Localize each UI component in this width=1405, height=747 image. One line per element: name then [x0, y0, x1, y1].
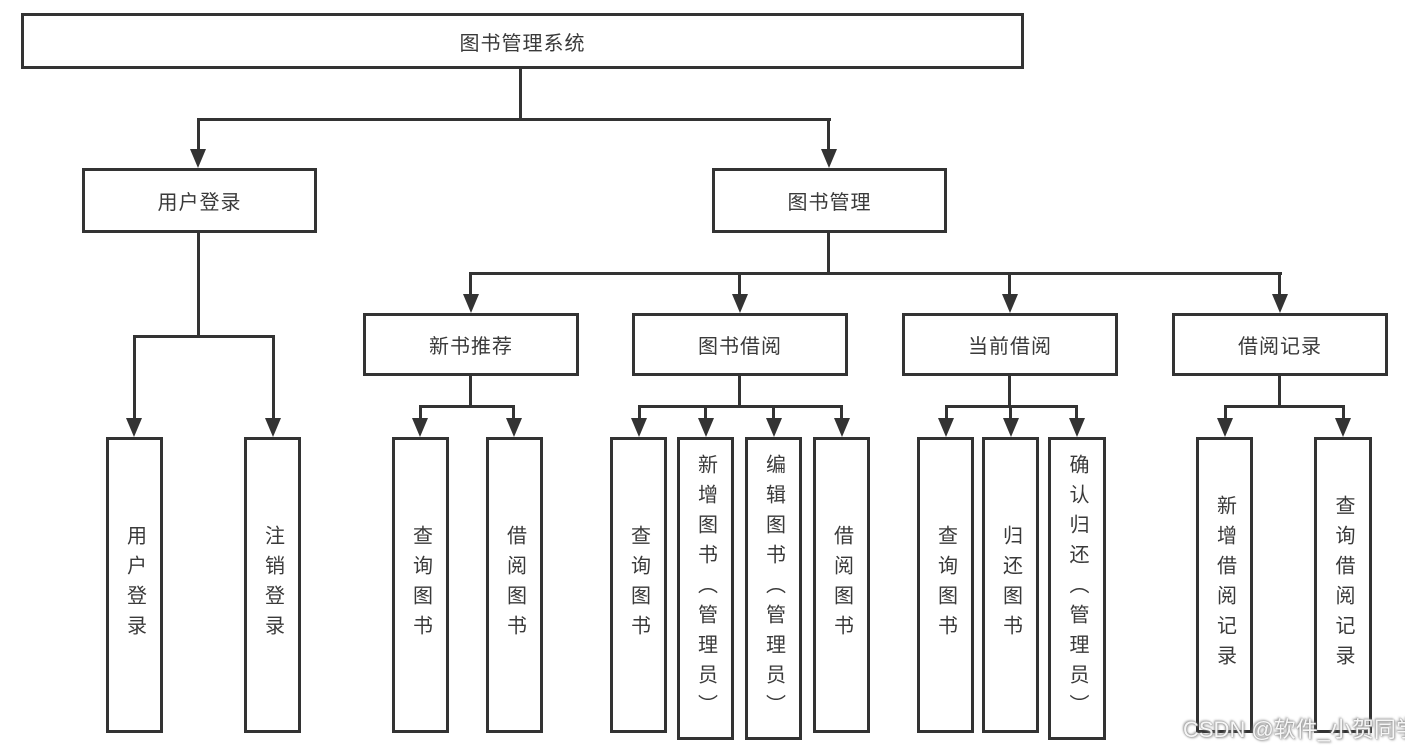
- connector-line: [704, 405, 707, 418]
- watermark: CSDN @软件_小贺同学: [1183, 717, 1405, 742]
- connector-line: [197, 233, 200, 335]
- connector-line: [1224, 405, 1345, 408]
- node-label: 查询图书: [934, 525, 957, 645]
- connector-line: [419, 405, 422, 418]
- arrow-down-icon: [1003, 418, 1019, 437]
- leaf-bb-query-books: 查询图书: [610, 437, 667, 733]
- connector-line: [1075, 405, 1078, 418]
- node-label: 借阅图书: [503, 525, 526, 645]
- arrow-down-icon: [631, 418, 647, 437]
- node-book-borrowing: 图书借阅: [632, 313, 848, 376]
- arrow-down-icon: [506, 418, 522, 437]
- arrow-down-icon: [1069, 418, 1085, 437]
- node-label: 查询图书: [627, 525, 650, 645]
- connector-line: [840, 405, 843, 418]
- connector-line: [638, 405, 843, 408]
- node-label: 编辑图书（管理员）: [762, 453, 785, 724]
- connector-line: [772, 405, 775, 418]
- connector-line: [469, 376, 472, 405]
- leaf-nb-borrow-books: 借阅图书: [486, 437, 543, 733]
- connector-line: [1278, 272, 1281, 294]
- arrow-down-icon: [698, 418, 714, 437]
- connector-line: [638, 405, 641, 418]
- leaf-user-login: 用户登录: [106, 437, 163, 733]
- connector-line: [738, 272, 741, 294]
- arrow-down-icon: [265, 418, 281, 437]
- node-new-book-recommend: 新书推荐: [363, 313, 579, 376]
- leaf-bb-borrow-books: 借阅图书: [813, 437, 870, 733]
- connector-line: [1008, 376, 1011, 405]
- node-label: 注销登录: [261, 525, 284, 645]
- node-label: 借阅图书: [830, 525, 853, 645]
- node-label: 确认归还（管理员）: [1066, 453, 1088, 724]
- node-label: 借阅记录: [1238, 336, 1322, 358]
- arrow-down-icon: [1272, 294, 1288, 313]
- arrow-down-icon: [834, 418, 850, 437]
- connector-line: [1278, 376, 1281, 405]
- node-label: 用户登录: [123, 525, 146, 645]
- leaf-cb-return-books: 归还图书: [982, 437, 1039, 733]
- node-borrow-records: 借阅记录: [1172, 313, 1388, 376]
- connector-line: [197, 118, 200, 152]
- node-label: 查询借阅记录: [1332, 495, 1354, 675]
- arrow-down-icon: [821, 149, 837, 168]
- connector-line: [827, 118, 830, 152]
- node-label: 查询图书: [409, 525, 432, 645]
- connector-line: [469, 272, 472, 294]
- leaf-nb-query-books: 查询图书: [392, 437, 449, 733]
- node-label: 图书借阅: [698, 336, 782, 358]
- connector-line: [519, 69, 522, 118]
- leaf-br-add-record: 新增借阅记录: [1196, 437, 1253, 733]
- leaf-cb-confirm-return-admin: 确认归还（管理员）: [1048, 437, 1106, 740]
- connector-line: [1342, 405, 1345, 418]
- arrow-down-icon: [126, 418, 142, 437]
- node-label: 归还图书: [999, 525, 1022, 645]
- node-label: 新增图书（管理员）: [694, 453, 717, 724]
- connector-line: [272, 335, 275, 418]
- arrow-down-icon: [938, 418, 954, 437]
- node-user-login: 用户登录: [82, 168, 317, 233]
- arrow-down-icon: [412, 418, 428, 437]
- arrow-down-icon: [1217, 418, 1233, 437]
- arrow-down-icon: [766, 418, 782, 437]
- node-current-borrowing: 当前借阅: [902, 313, 1118, 376]
- arrow-down-icon: [732, 294, 748, 313]
- connector-line: [1009, 405, 1012, 418]
- connector-line: [945, 405, 948, 418]
- connector-line: [197, 118, 831, 121]
- connector-line: [133, 335, 136, 418]
- node-library-management-system: 图书管理系统: [21, 13, 1024, 69]
- node-label: 新书推荐: [429, 336, 513, 358]
- connector-line: [738, 376, 741, 405]
- node-label: 用户登录: [157, 192, 242, 214]
- connector-line: [827, 233, 830, 272]
- leaf-br-query-record: 查询借阅记录: [1314, 437, 1372, 733]
- leaf-bb-edit-books-admin: 编辑图书（管理员）: [745, 437, 802, 740]
- arrow-down-icon: [1002, 294, 1018, 313]
- leaf-cb-query-books: 查询图书: [917, 437, 974, 733]
- node-label: 新增借阅记录: [1213, 495, 1236, 675]
- leaf-logout: 注销登录: [244, 437, 301, 733]
- leaf-bb-add-books-admin: 新增图书（管理员）: [677, 437, 734, 740]
- node-label: 图书管理: [787, 192, 872, 214]
- connector-line: [512, 405, 515, 418]
- arrow-down-icon: [1335, 418, 1351, 437]
- connector-line: [1224, 405, 1227, 418]
- connector-line: [1008, 272, 1011, 294]
- arrow-down-icon: [463, 294, 479, 313]
- node-label: 当前借阅: [968, 336, 1052, 358]
- node-book-management: 图书管理: [712, 168, 947, 233]
- connector-line: [133, 335, 274, 338]
- connector-line: [419, 405, 515, 408]
- connector-line: [470, 272, 1282, 275]
- node-label: 图书管理系统: [459, 32, 586, 55]
- arrow-down-icon: [190, 149, 206, 168]
